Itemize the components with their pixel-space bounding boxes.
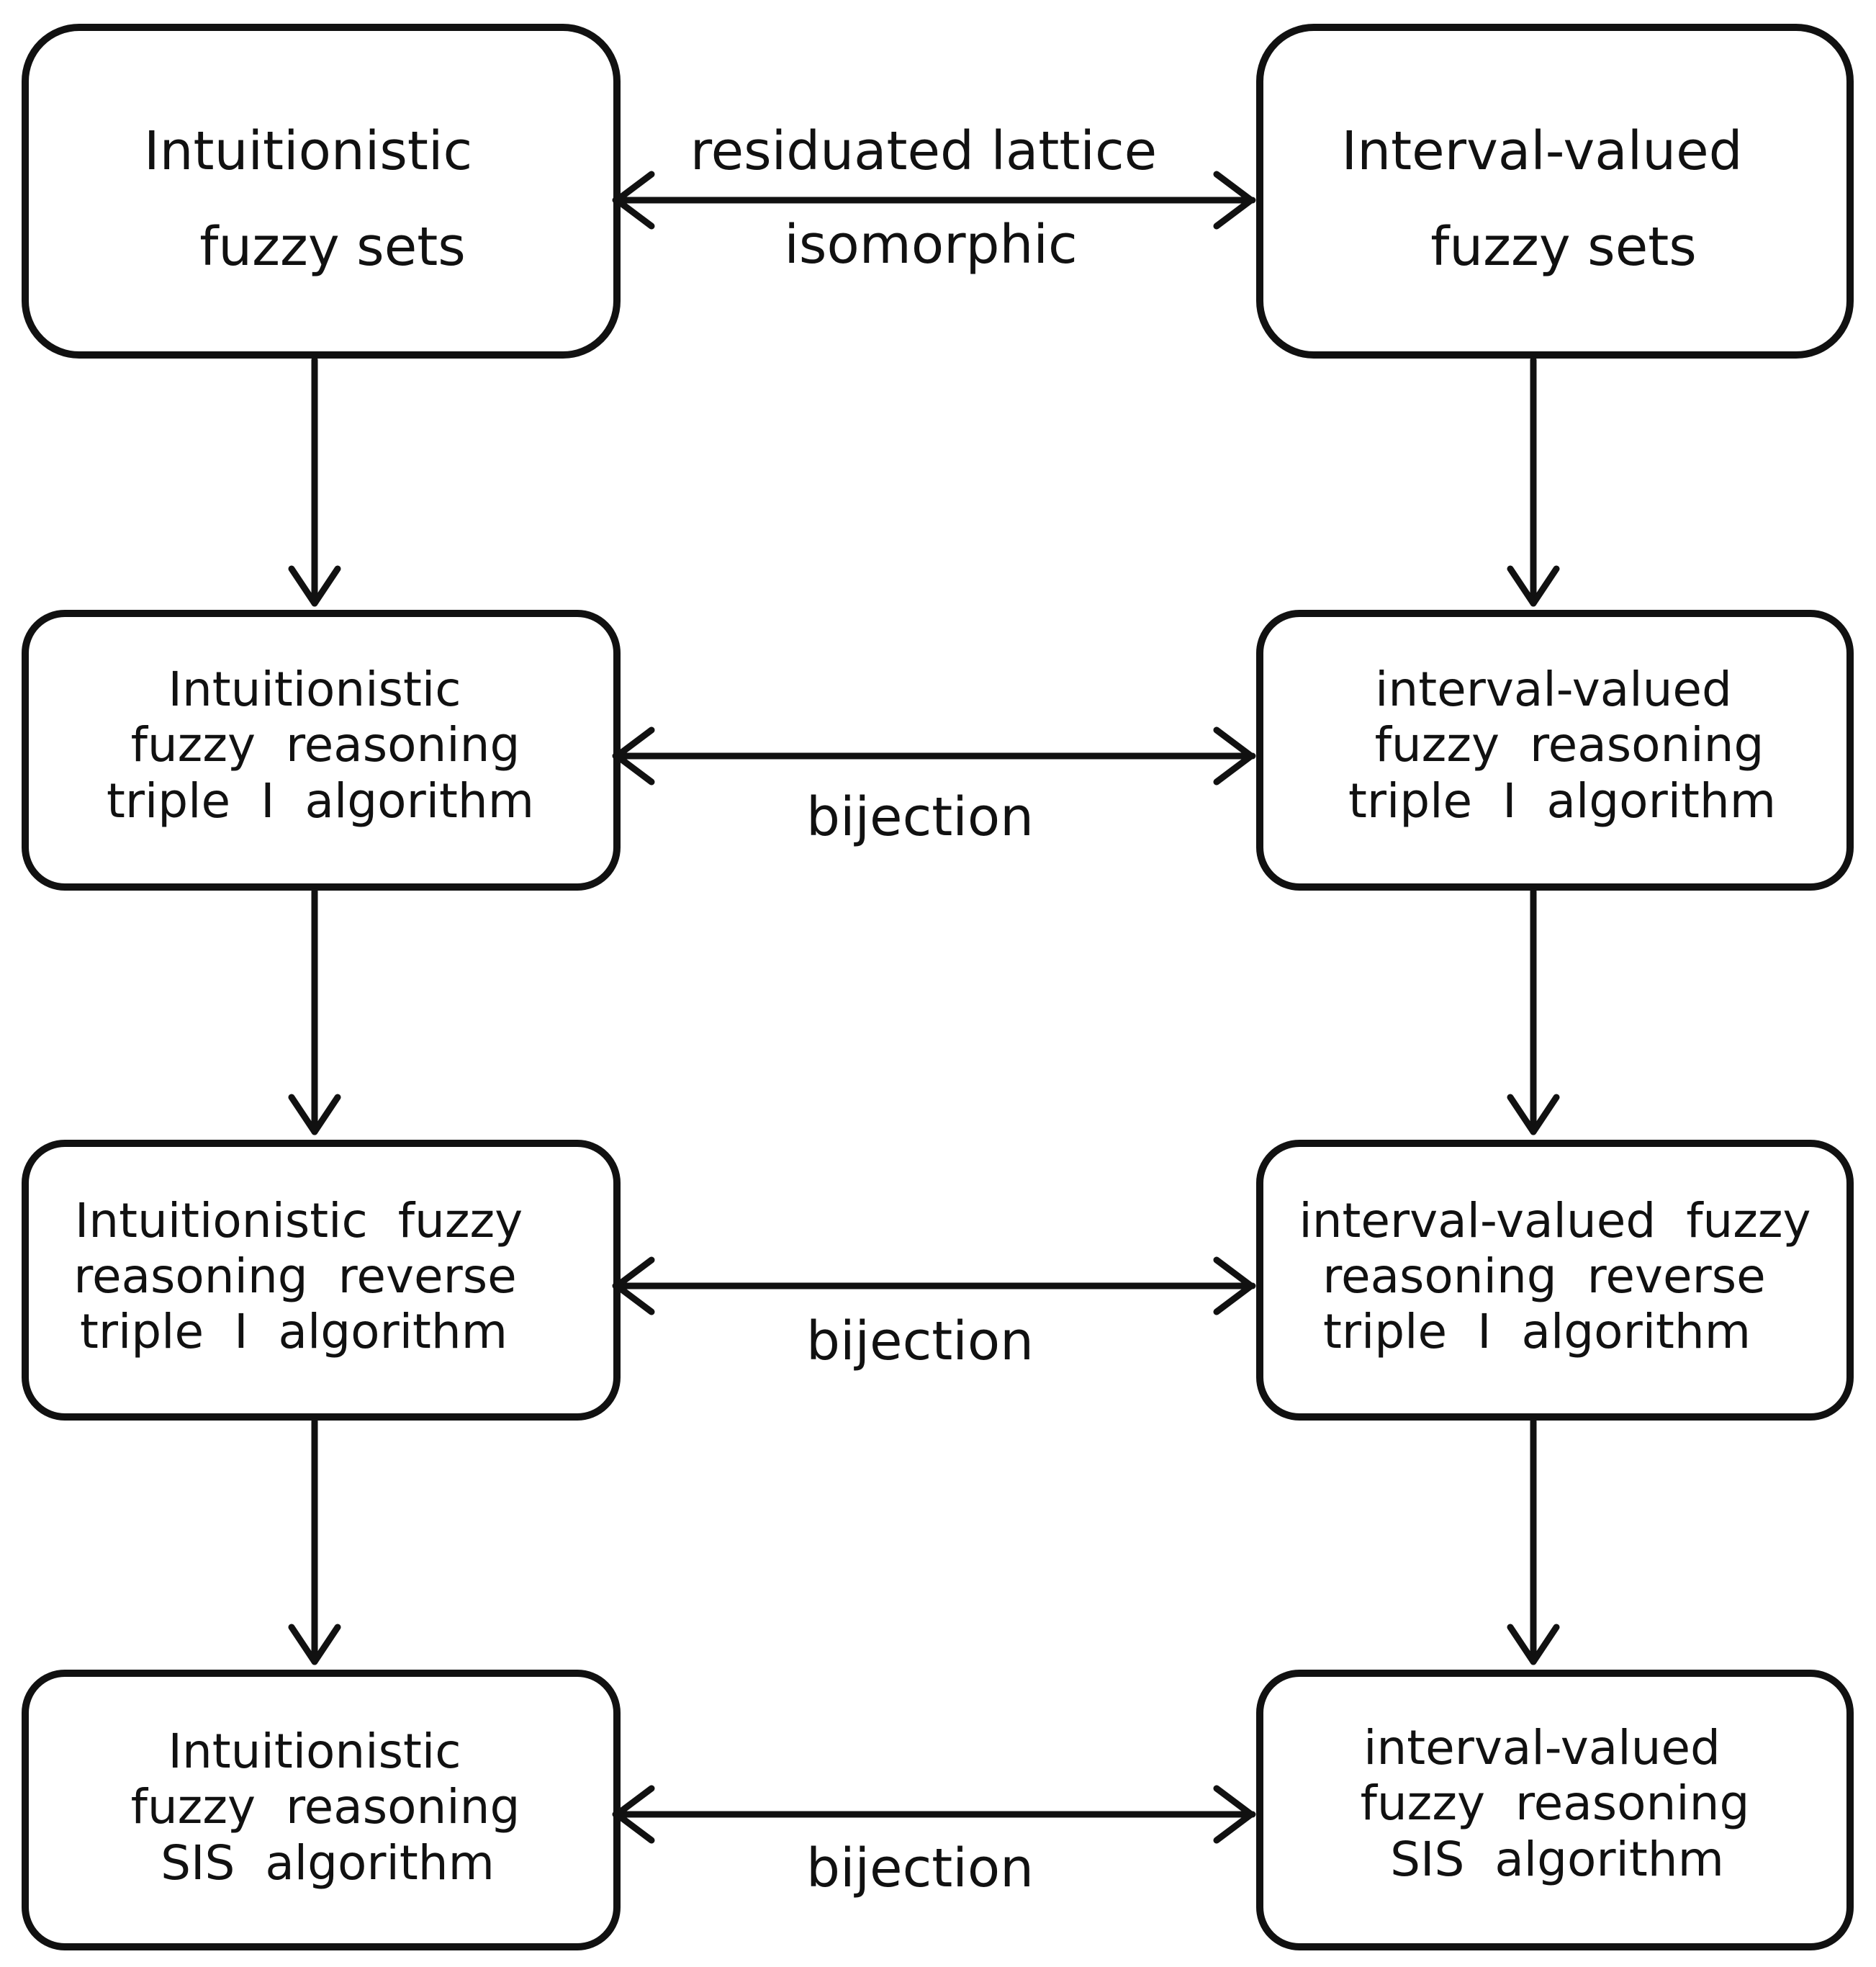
box-line: Intuitionistic bbox=[144, 120, 472, 182]
isomorphic-label: isomorphic bbox=[784, 214, 1077, 276]
bijection-arrow-1 bbox=[612, 726, 1256, 786]
residuated-lattice-label: residuated lattice bbox=[690, 120, 1157, 182]
right-down-arrow-3 bbox=[1507, 1418, 1560, 1665]
box-line: interval-valued bbox=[1363, 1720, 1721, 1775]
intuitionistic-triple-i-box: Intuitionistic fuzzy reasoning triple I … bbox=[22, 610, 621, 891]
left-down-arrow-3 bbox=[288, 1418, 341, 1665]
bijection-label-2: bijection bbox=[806, 1310, 1034, 1372]
box-line: SIS algorithm bbox=[161, 1835, 495, 1891]
left-down-arrow-2 bbox=[288, 888, 341, 1135]
interval-valued-sis-box: interval-valued fuzzy reasoning SIS algo… bbox=[1256, 1670, 1854, 1950]
intuitionistic-reverse-triple-i-box: Intuitionistic fuzzy reasoning reverse t… bbox=[22, 1140, 621, 1421]
interval-valued-reverse-triple-i-box: interval-valued fuzzy reasoning reverse … bbox=[1256, 1140, 1854, 1421]
box-line: fuzzy reasoning bbox=[131, 717, 520, 773]
box-line: Intuitionistic bbox=[168, 1724, 461, 1779]
box-line: Interval-valued bbox=[1341, 120, 1742, 182]
box-line: fuzzy reasoning bbox=[131, 1779, 520, 1835]
bijection-label-1: bijection bbox=[806, 786, 1034, 848]
box-line: triple I algorithm bbox=[1323, 1304, 1751, 1359]
left-down-arrow-1 bbox=[288, 356, 341, 607]
box-line: SIS algorithm bbox=[1390, 1832, 1724, 1887]
right-down-arrow-1 bbox=[1507, 356, 1560, 607]
isomorphic-arrow bbox=[612, 171, 1256, 230]
intuitionistic-fuzzy-sets-box: Intuitionistic fuzzy sets bbox=[22, 24, 621, 359]
box-line: triple I algorithm bbox=[80, 1304, 508, 1359]
box-line: Intuitionistic fuzzy bbox=[75, 1193, 523, 1248]
box-line: reasoning reverse bbox=[1322, 1248, 1765, 1304]
box-line: triple I algorithm bbox=[1348, 773, 1776, 829]
interval-valued-triple-i-box: interval-valued fuzzy reasoning triple I… bbox=[1256, 610, 1854, 891]
box-line: triple I algorithm bbox=[107, 773, 534, 829]
box-line: fuzzy reasoning bbox=[1375, 717, 1764, 773]
intuitionistic-sis-box: Intuitionistic fuzzy reasoning SIS algor… bbox=[22, 1670, 621, 1950]
box-line: interval-valued fuzzy bbox=[1299, 1193, 1810, 1248]
box-line: reasoning reverse bbox=[73, 1248, 516, 1304]
bijection-arrow-2 bbox=[612, 1256, 1256, 1315]
interval-valued-fuzzy-sets-box: Interval-valued fuzzy sets bbox=[1256, 24, 1854, 359]
bijection-label-3: bijection bbox=[806, 1837, 1034, 1899]
right-down-arrow-2 bbox=[1507, 888, 1560, 1135]
box-line: fuzzy sets bbox=[1430, 216, 1697, 278]
box-line: fuzzy reasoning bbox=[1361, 1775, 1750, 1831]
box-line: fuzzy sets bbox=[199, 216, 466, 278]
bijection-arrow-3 bbox=[612, 1785, 1256, 1844]
box-line: Intuitionistic bbox=[168, 662, 461, 717]
box-line: interval-valued bbox=[1375, 662, 1732, 717]
